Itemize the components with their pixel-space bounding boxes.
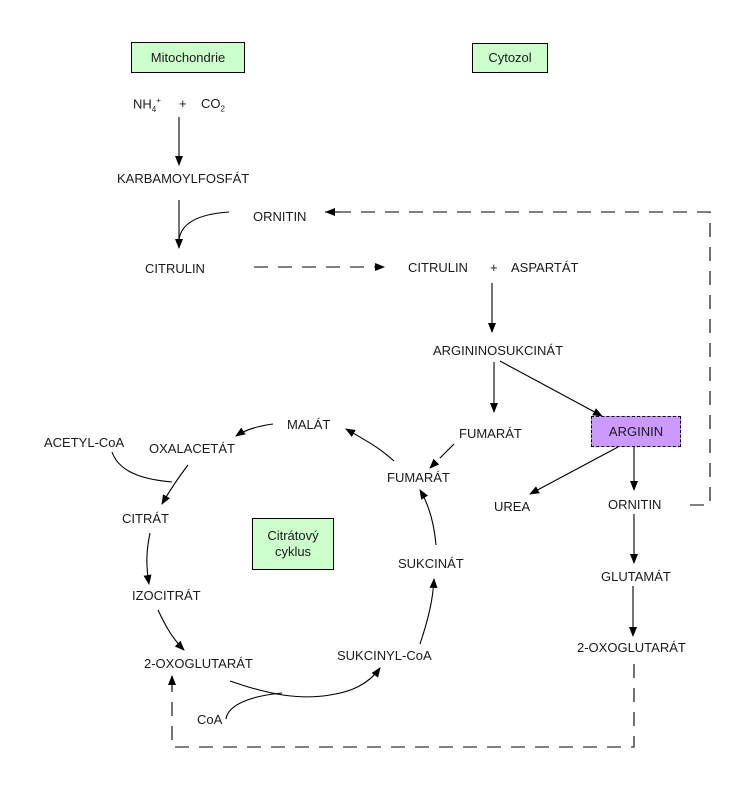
arrow-to-arginin	[499, 360, 603, 417]
node-oxalacetat: OXALACETÁT	[149, 441, 235, 456]
ornitin-joins-arrow	[178, 211, 230, 241]
oxoglutarat-return-dashed	[171, 664, 635, 748]
arrow-sukcinat-to-fumarat	[419, 489, 437, 546]
citratovy-cyklus-line1: Citrátový	[267, 528, 319, 543]
node-sukcinyl-coa: SUKCINYL-CoA	[337, 648, 432, 663]
arrow-sukcinylcoa-to-sukcinat	[419, 578, 438, 645]
region-cytozol: Cytozol	[472, 43, 548, 73]
arrow-fumarat-to-malat	[345, 428, 395, 462]
arrow-oxoglutarat-to-sukcinylcoa	[229, 667, 381, 698]
region-citratovy-cyklus: Citrátový cyklus	[252, 518, 334, 570]
node-argininosukcinat: ARGININOSUKCINÁT	[433, 343, 564, 358]
node-malat: MALÁT	[287, 417, 331, 432]
node-fumarat-out: FUMARÁT	[459, 426, 522, 441]
region-mitochondrie: Mitochondrie	[131, 42, 245, 73]
node-citrulin-mito: CITRULIN	[145, 261, 205, 276]
coa-joins-arrow	[225, 692, 283, 720]
ornitin-return-dashed	[325, 211, 711, 506]
node-ornitin-mito: ORNITIN	[253, 209, 307, 224]
arrow-izocitrat-to-oxoglutarat	[157, 609, 185, 651]
node-urea: UREA	[494, 499, 531, 514]
reactant-nh4: NH4+	[133, 96, 161, 114]
arrow-to-urea	[529, 446, 619, 495]
acetylcoa-joins-arrow	[111, 451, 173, 483]
node-ornitin-cyto: ORNITIN	[608, 497, 662, 512]
citratovy-cyklus-line2: cyklus	[274, 544, 312, 559]
node-aspartat: ASPARTÁT	[511, 260, 579, 275]
arrow-oxalacetat-to-citrat	[161, 464, 189, 505]
reactant-plus: +	[179, 96, 187, 111]
node-coa: CoA	[197, 712, 223, 727]
node-arginin: ARGININ	[591, 416, 681, 447]
arrow-citrat-to-izocitrat	[143, 532, 152, 585]
node-acetyl-coa: ACETYL-CoA	[44, 435, 125, 450]
arrow-fumarat-to-cycle	[429, 443, 455, 469]
node-oxoglutarat-cyto: 2-OXOGLUTARÁT	[577, 640, 686, 655]
node-sukcinat: SUKCINÁT	[398, 556, 464, 571]
node-oxoglutarat: 2-OXOGLUTARÁT	[144, 656, 253, 671]
node-plus: +	[490, 260, 498, 275]
node-citrat: CITRÁT	[122, 511, 169, 526]
node-izocitrat: IZOCITRÁT	[132, 588, 201, 603]
node-fumarat: FUMARÁT	[387, 470, 450, 485]
node-glutamat: GLUTAMÁT	[601, 569, 671, 584]
arrow-malat-to-oxalacetat	[235, 423, 274, 437]
node-karbamoylfosfat: KARBAMOYLFOSFÁT	[117, 171, 250, 186]
reactant-co2: CO2	[201, 96, 225, 114]
node-citrulin-cyto: CITRULIN	[408, 260, 468, 275]
